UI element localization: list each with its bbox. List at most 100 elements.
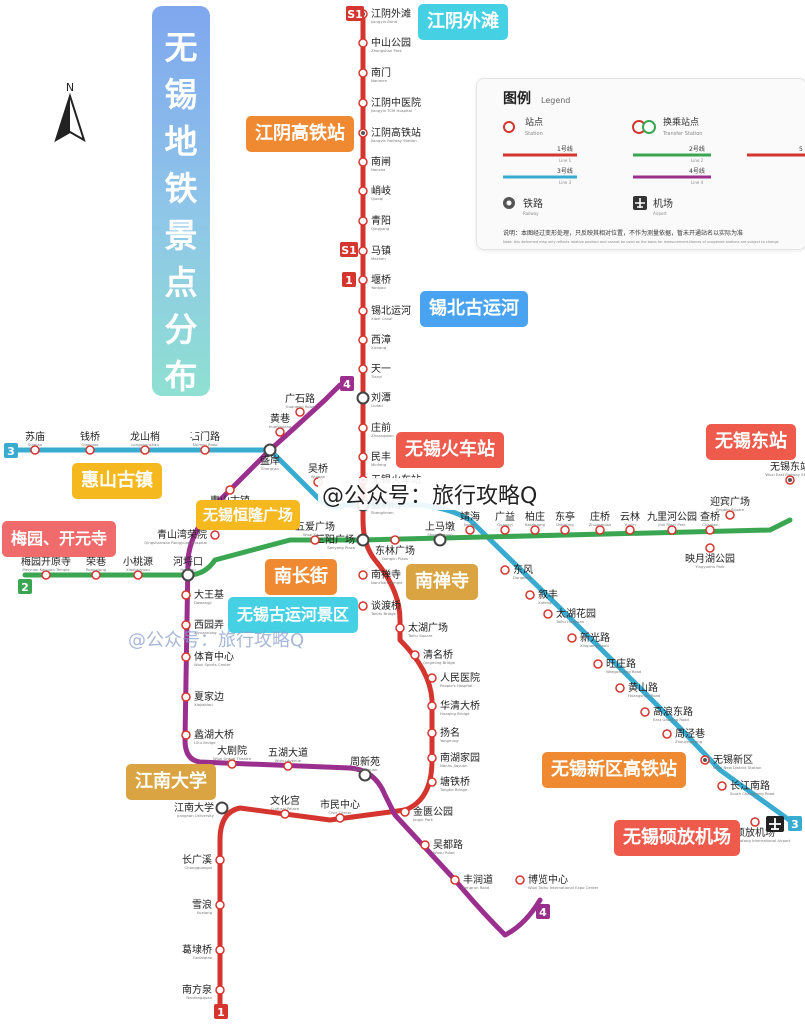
tag-huishan: 惠山古镇: [72, 463, 162, 499]
airport-icon: [766, 816, 784, 832]
station-name: 丰润道: [463, 873, 493, 886]
station-name: 庄前: [371, 421, 391, 434]
station-name: 石门路: [190, 430, 220, 443]
station-name: 小桃源: [123, 555, 153, 568]
station-name: 龙山梢: [130, 430, 160, 443]
line-badge-l2-west: 2: [18, 579, 32, 594]
station-name-en: Liutan: [371, 403, 383, 408]
station-dot: [750, 817, 760, 827]
station-name: 江阴外滩: [371, 7, 411, 20]
station-dot: [356, 533, 370, 547]
svg-text:Line 3: Line 3: [559, 180, 572, 185]
svg-text:S1: S1: [341, 244, 357, 257]
station-name-en: Fengrun Road: [463, 885, 490, 890]
station-name: 蠡湖大桥: [194, 728, 234, 741]
station-name-en: Shenglimen: [371, 510, 394, 515]
legend-line4: 4号线: [689, 167, 705, 175]
station-name: 九里河公园: [647, 511, 697, 523]
station-name: 南门: [371, 66, 391, 79]
station-dot: [215, 801, 229, 815]
station-dot: [181, 620, 191, 630]
station-name-en: Wuqiao: [311, 474, 326, 479]
station-name-en: Nanmen: [371, 78, 388, 83]
station-name: 文化宫: [270, 794, 300, 807]
station-name-en: Tianyi: [370, 374, 382, 379]
station-name-en: Jinghai: [463, 522, 477, 527]
station-dot: [358, 186, 368, 196]
legend-station-label: 站点: [525, 116, 543, 128]
station-name-en: Yanqiao: [371, 285, 386, 290]
station-dot: [181, 568, 195, 582]
legend-title: 图例: [503, 90, 531, 107]
tag-jiangyin-bund: 江阴外滩: [418, 4, 508, 40]
station-name: 清名桥: [423, 648, 453, 661]
station-name: 塘铁桥: [440, 775, 470, 788]
station-name: 葛埭桥: [182, 943, 212, 956]
station-name: 青阳: [371, 214, 391, 227]
station-name-en: Xuelang: [196, 910, 212, 915]
station-name-en: Qiaoqi: [371, 196, 383, 201]
station-name: 迎宾广场: [710, 495, 750, 508]
station-name-en: Huangshan Road: [628, 693, 661, 698]
station-name-en: Qianqiao: [82, 442, 100, 447]
station-name: 周泾巷: [675, 727, 705, 740]
station-name-en: Taihu Square: [407, 633, 433, 638]
station-name: 西园弄: [194, 619, 224, 631]
station-dot: [525, 590, 535, 600]
station-name-en: Qingshanwan Rongyuan Hospital: [144, 540, 207, 545]
station-dot: [705, 525, 715, 535]
station-dot: [358, 38, 368, 48]
station-dot: [358, 157, 368, 167]
tag-jiangyin-station: 江阴高铁站: [246, 116, 354, 152]
station-name: 大王基: [194, 588, 224, 601]
station-name-en: Wuhu Avenue: [275, 758, 302, 763]
station-dot: [567, 633, 577, 643]
station-name-en: Jiangyin TCM Hospital: [370, 108, 412, 113]
station-name-en: Zhoujingxiang: [675, 739, 703, 744]
svg-text:3: 3: [791, 818, 799, 831]
station-name: 刘潭: [371, 392, 391, 404]
station-name-en: Zhouxinyuan: [353, 767, 378, 772]
station-name-en: Qingming Bridge: [423, 660, 456, 665]
station-name: 东风: [513, 563, 533, 576]
station-name: 高浪东路: [653, 705, 693, 718]
station-name: 体育中心: [194, 650, 234, 663]
station-name: 庄桥: [590, 510, 610, 523]
map-title-char: 点: [164, 263, 198, 302]
station-dot: [625, 525, 635, 535]
tag-xinqu-railway: 无锡新区高铁站: [542, 752, 686, 788]
tag-nanchang-street: 南长街: [265, 559, 337, 595]
station-name: 南闸: [371, 155, 391, 168]
line-badge-l1-north: 1: [342, 272, 356, 287]
legend-station-en: Station: [525, 131, 543, 137]
legend-graphics: 图例 Legend 站点 Station 换乘站点 Transfer Stati…: [503, 90, 805, 244]
map-title-char: 无: [164, 28, 198, 67]
svg-text:4: 4: [539, 906, 547, 919]
station-name: 河埒口: [173, 555, 203, 568]
station-dot: [358, 335, 368, 345]
station-name-en: Meiyuan Kaiyuan Temple: [22, 567, 70, 572]
station-dot: [41, 570, 51, 580]
station-name: 查桥: [700, 510, 720, 523]
station-name-en: Sanyang Plaza: [327, 545, 355, 550]
station-dot: [210, 530, 220, 540]
station-name: 吴都路: [433, 838, 463, 851]
station-dot: [225, 485, 235, 495]
station-dot: [227, 759, 237, 769]
